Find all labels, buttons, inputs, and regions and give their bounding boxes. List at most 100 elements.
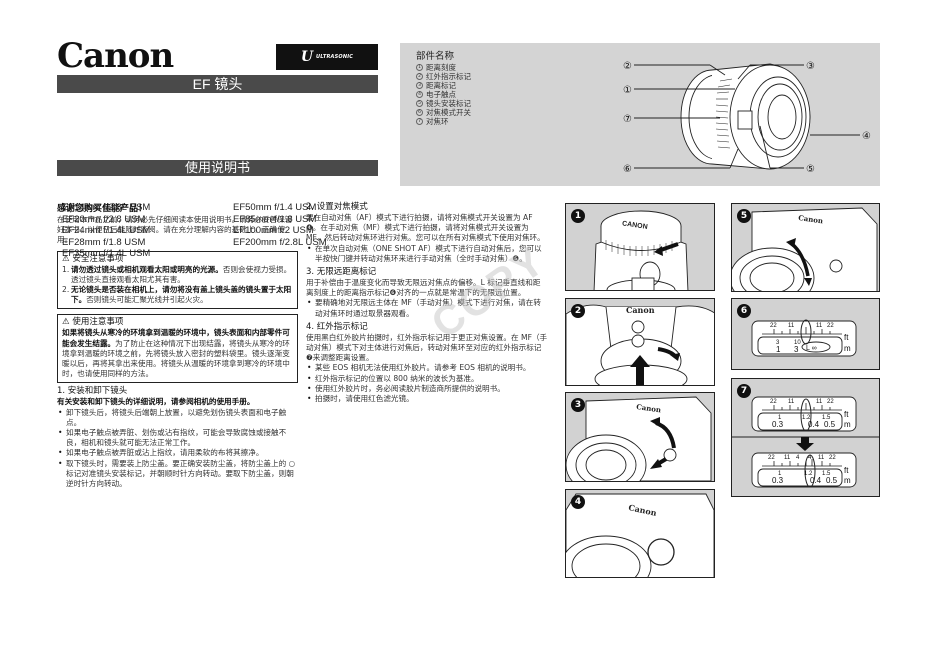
svg-text:22: 22 <box>829 455 836 461</box>
lens-mount-illustration: Canon <box>566 304 714 385</box>
svg-text:11: 11 <box>788 399 795 405</box>
bullet-item: 取下镜头时，需要装上防尘盖。要正确安装防尘盖，将防尘盖上的 ○ 标记对准镜头安装… <box>57 459 298 490</box>
section2-body: 要在自动对焦（AF）模式下进行拍摄，请将对焦模式开关设置为 AF ❹。在手动对焦… <box>306 213 545 243</box>
unit-m: m <box>844 344 851 353</box>
svg-text:0.3: 0.3 <box>772 476 784 485</box>
svg-text:ft: ft <box>844 410 849 419</box>
lens-model: EF24mm f/1.4L USM <box>62 225 151 236</box>
svg-text:3: 3 <box>794 345 799 354</box>
figure-number-badge: 5 <box>737 209 751 223</box>
lens-list-left: EF14mm f/2.8L USM EF20mm f/2.8 USM EF24m… <box>62 202 303 260</box>
lens-parts-diagram: ② ① ⑦ ⑥ ③ ④ ⑤ <box>623 61 871 175</box>
safety-notice-box: ⚠ 安全注意事项 1.请勿透过镜头或相机观看太阳或明亮的光源。否则会使视力受损。… <box>57 250 298 310</box>
down-arrow-icon <box>796 443 814 451</box>
svg-text:3: 3 <box>776 340 780 346</box>
figure-number-badge: 3 <box>571 398 585 412</box>
usage-notice-box: ⚠ 使用注意事项 如果将镜头从寒冷的环境拿到温暖的环境中，镜头表面和内部零件可能… <box>57 314 298 384</box>
svg-text:4: 4 <box>808 455 812 461</box>
part-label: 对焦环 <box>426 117 449 126</box>
svg-text:m: m <box>844 476 851 485</box>
callout-7: ⑦ <box>623 114 632 125</box>
infinity-mark-scale: 22 11 11 22 3 10 1 3 ft m L ∞ <box>751 319 857 357</box>
bullet-item: 红外指示标记的位置以 800 纳米的波长为基准。 <box>306 374 548 384</box>
infrared-index-scale: 22 11 11 22 1 1.2 1.5 0.3 0.4 0.5 ft m 2… <box>732 396 879 488</box>
product-title-bar: EF 镜头 <box>57 75 378 93</box>
svg-text:10: 10 <box>794 340 801 346</box>
figure-number-badge: 6 <box>737 304 751 318</box>
figure-6: 6 22 11 11 22 3 10 1 3 ft m L ∞ <box>731 298 880 370</box>
camera-brand-text: Canon <box>636 402 662 414</box>
svg-text:1.5: 1.5 <box>822 471 831 477</box>
bullet-item: 使用红外胶片时，务必阅读胶片制造商所提供的说明书。 <box>306 384 548 394</box>
figure-4: 4 Canon <box>565 489 715 578</box>
svg-text:22: 22 <box>770 323 777 329</box>
callout-2: ② <box>623 61 632 72</box>
svg-text:11: 11 <box>818 455 825 461</box>
figure-number-badge: 2 <box>571 304 585 318</box>
rotation-arrow-icon <box>670 353 680 361</box>
column-1: 感谢您购买佳能产品！ 在使用本产品之前，请务必先仔细阅读本使用说明书。请务必妥善… <box>57 202 298 489</box>
svg-text:0.4: 0.4 <box>810 476 822 485</box>
callout-6: ⑥ <box>623 164 632 175</box>
document-title-bar: 使用说明书 <box>57 160 378 176</box>
camera-brand-text: Canon <box>626 305 655 315</box>
lens-model: EF50mm f/1.4 USM <box>233 202 317 213</box>
infinity-mark-icon: L ∞ <box>806 345 817 352</box>
section3-title: 3. 无限远距离标记 <box>306 267 377 278</box>
callout-4: ④ <box>862 131 871 142</box>
column-2: 2. 设置对焦模式 要在自动对焦（AF）模式下进行拍摄，请将对焦模式开关设置为 … <box>306 202 548 404</box>
safety-item: 2.无论镜头是否装在相机上，请勿将没有盖上镜头盖的镜头置于太阳下。否则镜头可能汇… <box>62 285 292 305</box>
svg-text:0.5: 0.5 <box>826 476 838 485</box>
section1-subtitle: 有关安装和卸下镜头的详细说明，请参阅相机的使用手册。 <box>57 397 255 407</box>
svg-text:m: m <box>844 420 851 429</box>
section3-body: 用于补偿由于温度变化而导致无限远对焦点的偏移。L 标记垂直线和距离刻度上的距离指… <box>306 278 541 298</box>
usm-logo-icon: U <box>300 49 314 65</box>
figure-2: 2 Canon <box>565 298 715 386</box>
svg-text:1.2: 1.2 <box>804 471 813 477</box>
figure-7: 7 22 11 11 22 1 1.2 1.5 0.3 0.4 0.5 ft m <box>731 378 880 497</box>
part-label: 电子触点 <box>426 90 456 99</box>
lens-model: EF28mm f/1.8 USM <box>62 236 146 248</box>
part-label: 距离刻度 <box>426 63 456 72</box>
safety-item: 1.请勿透过镜头或相机观看太阳或明亮的光源。否则会使视力受损。透过镜头直接观看太… <box>62 264 292 284</box>
svg-text:22: 22 <box>770 399 777 405</box>
callout-5: ⑤ <box>806 164 815 175</box>
usage-title: ⚠ 使用注意事项 <box>62 317 124 328</box>
bullet-item: 要精确地对无限远主体在 MF（手动对焦）模式下进行对焦，请在转动对焦环时通过取景… <box>306 298 548 318</box>
svg-text:11: 11 <box>816 399 823 405</box>
figure-1: 1 CANON <box>565 203 715 291</box>
bullet-item: 在单次自动对焦（ONE SHOT AF）模式下进行自动对焦后，您可以半按快门键并… <box>306 244 548 264</box>
insert-arrow-icon <box>630 355 650 367</box>
figure-5: 5 Canon <box>731 203 880 292</box>
svg-text:ft: ft <box>844 466 849 475</box>
svg-text:4: 4 <box>796 455 800 461</box>
press-arrow-icon <box>650 459 662 469</box>
ultrasonic-badge: U ULTRASONIC <box>276 44 378 70</box>
part-number: 2 <box>416 73 423 80</box>
cap-brand-text: CANON <box>622 220 648 231</box>
svg-text:11: 11 <box>788 323 795 329</box>
intro-body: 在使用本产品之前，请务必先仔细阅读本使用说明书。请务必妥善保管好本书，以便日后能… <box>57 215 293 245</box>
lens-list-right: EF50mm f/1.4 USM EF85mm f/1.8 USM EF100m… <box>233 202 475 248</box>
figure-number-badge: 4 <box>571 495 585 509</box>
section4-body: 使用黑白红外胶片拍摄时，红外指示标记用于更正对焦设置。在 MF（手动对焦）模式下… <box>306 332 548 363</box>
part-label: 对焦模式开关 <box>426 108 471 117</box>
svg-text:1.2: 1.2 <box>802 415 811 421</box>
bullet-item: 某些 EOS 相机无法使用红外胶片。请参考 EOS 相机的说明书。 <box>306 363 548 373</box>
svg-text:22: 22 <box>827 399 834 405</box>
canon-logo: Canon <box>57 36 174 76</box>
safety-title: ⚠ 安全注意事项 <box>62 253 124 264</box>
part-number: 7 <box>416 118 423 125</box>
figure-number-badge: 1 <box>571 209 585 223</box>
lens-model: EF200mm f/2.8L USM <box>233 236 327 248</box>
svg-text:0.4: 0.4 <box>808 420 820 429</box>
svg-text:1.5: 1.5 <box>822 415 831 421</box>
bullet-item: 卸下镜头后，将镜头后端朝上放置，以避免划伤镜头表面和电子触点。 <box>57 408 298 428</box>
